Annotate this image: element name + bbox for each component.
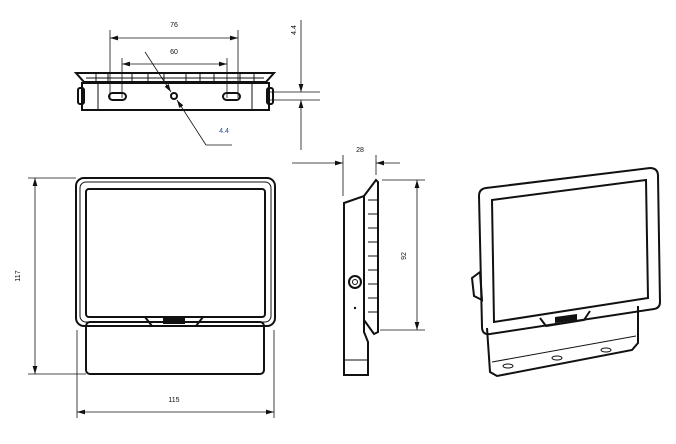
- top-view: 76 60 4.4 4.4: [73, 20, 320, 150]
- side-view: 28 92: [292, 147, 425, 376]
- side-height-label: 92: [401, 252, 408, 260]
- front-lens: [85, 188, 266, 318]
- dim-76-label: 76: [170, 22, 178, 29]
- perspective-view: [470, 166, 662, 378]
- perspective-frame: [477, 166, 662, 336]
- mount-slot: [222, 92, 241, 101]
- mount-slot: [108, 92, 127, 101]
- logo: [163, 318, 185, 324]
- front-view: 117 115: [15, 177, 276, 418]
- hole-diameter-label: 4.4: [219, 128, 229, 135]
- dim-60-label: 60: [170, 49, 178, 56]
- logo-tab: [144, 316, 204, 327]
- front-frame: [75, 177, 276, 327]
- perspective-logo: [555, 314, 577, 323]
- perspective-bracket: [486, 306, 639, 378]
- front-bracket: [85, 321, 265, 375]
- side-frame: [363, 178, 379, 336]
- side-knob: [348, 275, 362, 289]
- perspective-logo-tab: [539, 310, 591, 328]
- slot-width-label: 4.4: [291, 25, 298, 35]
- height-label: 117: [15, 270, 22, 281]
- mount-bracket-body: [81, 82, 270, 111]
- mount-hole: [170, 92, 178, 100]
- perspective-lens: [490, 178, 650, 324]
- width-label: 115: [168, 397, 179, 404]
- depth-label: 28: [356, 147, 364, 154]
